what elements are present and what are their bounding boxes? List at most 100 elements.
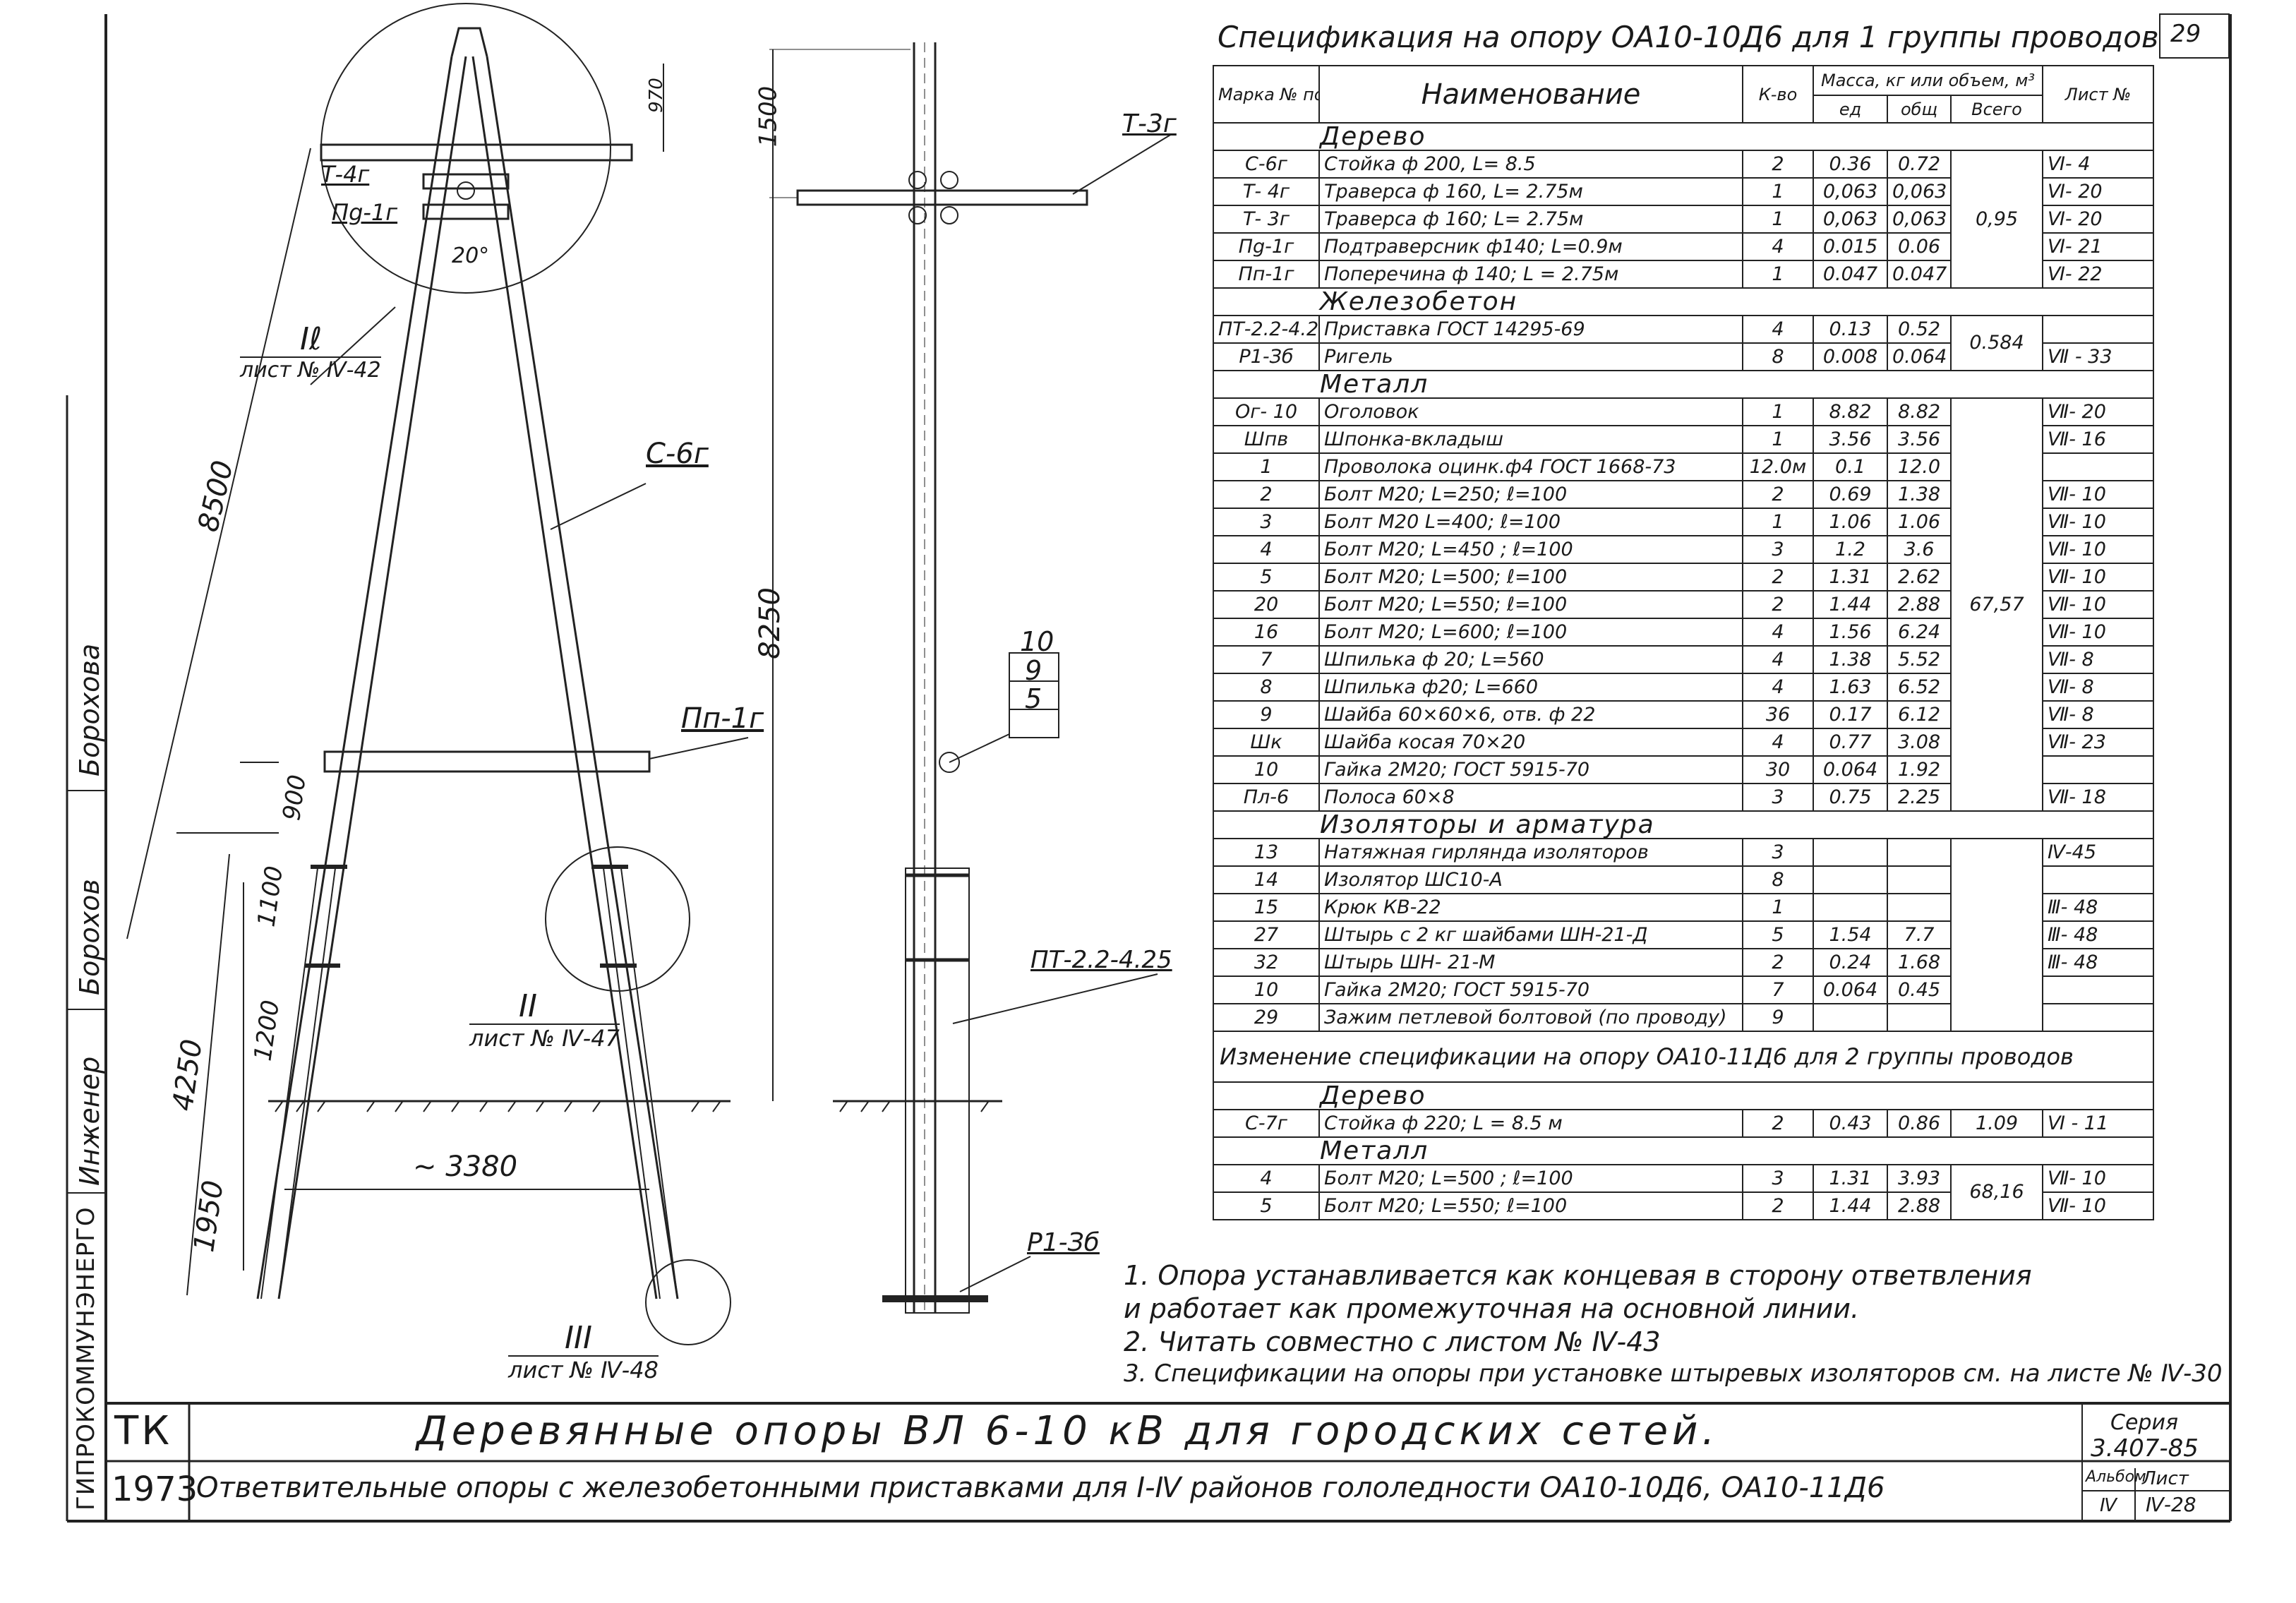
cell-sheet: Ⅵ- 21 bbox=[2042, 232, 2154, 261]
cell-qty: 1 bbox=[1742, 260, 1814, 289]
cell-group-total: 0,95 bbox=[1950, 150, 2043, 289]
change-title-row: Изменение спецификации на опору ОА10-11Д… bbox=[1213, 1031, 2154, 1083]
cell-unit-mass: 1.54 bbox=[1813, 920, 1888, 949]
cell-name: Полоса 60×8 bbox=[1318, 783, 1743, 812]
cell-unit-mass: 3.56 bbox=[1813, 425, 1888, 454]
cell-unit-mass: 0.1 bbox=[1813, 452, 1888, 481]
cell-sheet: Ⅶ - 33 bbox=[2042, 342, 2154, 371]
cell-mark: Т- 4г bbox=[1213, 177, 1320, 206]
section-title: Дерево bbox=[1213, 122, 2154, 151]
left-leg-outer bbox=[256, 56, 453, 1299]
cell-total-mass: 0.86 bbox=[1887, 1109, 1952, 1138]
cell-mark: 27 bbox=[1213, 920, 1320, 949]
cell-total-mass: 3.6 bbox=[1887, 535, 1952, 564]
cell-unit-mass: 1.2 bbox=[1813, 535, 1888, 564]
cell-qty: 2 bbox=[1742, 1191, 1814, 1220]
cell-name: Ригель bbox=[1318, 342, 1743, 371]
dim-3380-label: ~ 3380 bbox=[413, 1151, 518, 1183]
cell-name: Болт М20; L=450 ; ℓ=100 bbox=[1318, 535, 1743, 564]
cell-total-mass: 5.52 bbox=[1887, 645, 1952, 674]
cell-qty: 1 bbox=[1742, 177, 1814, 206]
dim-970-label: 970 bbox=[645, 78, 667, 113]
cell-qty: 1 bbox=[1742, 893, 1814, 922]
cell-sheet: Ⅶ- 10 bbox=[2042, 1191, 2154, 1220]
cell-total-mass: 1.68 bbox=[1887, 948, 1952, 977]
mid-crossarm bbox=[796, 189, 1088, 206]
cell-total-mass: 0,063 bbox=[1887, 177, 1952, 206]
cell-total-mass: 3.93 bbox=[1887, 1164, 1952, 1193]
cell-qty: 2 bbox=[1742, 150, 1814, 179]
cell-sheet: Ⅶ- 8 bbox=[2042, 673, 2154, 702]
cell-unit-mass: 0.047 bbox=[1813, 260, 1888, 289]
angle-label: 20° bbox=[452, 244, 490, 268]
cell-qty: 3 bbox=[1742, 783, 1814, 812]
cell-sheet: Ⅶ- 8 bbox=[2042, 645, 2154, 674]
title-sheet-label: Лист bbox=[2142, 1468, 2189, 1489]
cell-total-mass: 2.25 bbox=[1887, 783, 1952, 812]
label-t4: Т-4г bbox=[321, 161, 370, 188]
cell-unit-mass: 0,063 bbox=[1813, 205, 1888, 234]
leader-c6 bbox=[550, 483, 647, 530]
detail-circle-II bbox=[545, 846, 690, 992]
title-album-label: Альбом bbox=[2086, 1468, 2146, 1486]
callout-I-sheet: лист № Ⅳ-42 bbox=[240, 356, 381, 383]
cell-sheet: Ⅲ- 48 bbox=[2042, 948, 2154, 977]
cell-total-mass: 6.52 bbox=[1887, 673, 1952, 702]
section-row: Дерево bbox=[1213, 1081, 2154, 1110]
bolt bbox=[940, 206, 958, 224]
label-pp1: Пп-1г bbox=[681, 702, 764, 735]
cell-name: Болт М20; L=550; ℓ=100 bbox=[1318, 1191, 1743, 1220]
cell-mark: Пп-1г bbox=[1213, 260, 1320, 289]
cell-unit-mass bbox=[1813, 865, 1888, 894]
cell-sheet: Ⅶ- 23 bbox=[2042, 728, 2154, 757]
bolt bbox=[908, 171, 927, 189]
cell-sheet: Ⅶ- 10 bbox=[2042, 535, 2154, 564]
crossarm-t4 bbox=[320, 143, 633, 162]
cell-name: Крюк КВ-22 bbox=[1318, 893, 1743, 922]
label-t3: Т-3г bbox=[1122, 109, 1177, 138]
dim-line-8500 bbox=[126, 148, 311, 939]
cell-total-mass: 0.52 bbox=[1887, 315, 1952, 344]
cell-group-total: 68,16 bbox=[1950, 1164, 2043, 1220]
leader-stack bbox=[949, 733, 1010, 763]
label-r1: Р1-Зб bbox=[1027, 1228, 1100, 1257]
cell-total-mass: 6.12 bbox=[1887, 700, 1952, 729]
cell-sheet: Ⅶ- 10 bbox=[2042, 563, 2154, 592]
cell-mark: 16 bbox=[1213, 618, 1320, 647]
note-2: 2. Читать совместно с листом № Ⅳ-43 bbox=[1124, 1326, 1661, 1357]
section-title: Металл bbox=[1213, 1136, 2154, 1165]
cell-qty: 2 bbox=[1742, 948, 1814, 977]
cell-unit-mass: 0.24 bbox=[1813, 948, 1888, 977]
title-main: Деревянные опоры ВЛ 6-10 кВ для городски… bbox=[416, 1408, 1719, 1454]
cell-total-mass bbox=[1887, 893, 1952, 922]
cell-sheet bbox=[2042, 452, 2154, 481]
header-mass: Масса, кг или объем, м³ bbox=[1813, 65, 2043, 96]
cell-mark: 10 bbox=[1213, 975, 1320, 1004]
cell-mark: 14 bbox=[1213, 865, 1320, 894]
cell-mark: С-7г bbox=[1213, 1109, 1320, 1138]
cell-unit-mass: 1.31 bbox=[1813, 1164, 1888, 1193]
cell-total-mass bbox=[1887, 865, 1952, 894]
cell-total-mass: 3.56 bbox=[1887, 425, 1952, 454]
cell-total-mass: 0.06 bbox=[1887, 232, 1952, 261]
table-row: ПТ-2.2-4.25Приставка ГОСТ 14295-6940.130… bbox=[1213, 315, 2154, 371]
cell-mark: 29 bbox=[1213, 1003, 1320, 1032]
section-title: Дерево bbox=[1213, 1081, 2154, 1110]
cell-name: Гайка 2М20; ГОСТ 5915-70 bbox=[1318, 975, 1743, 1004]
callout-II-sheet: лист № Ⅳ-47 bbox=[469, 1023, 620, 1052]
cell-qty: 4 bbox=[1742, 645, 1814, 674]
bolt bbox=[457, 181, 475, 200]
